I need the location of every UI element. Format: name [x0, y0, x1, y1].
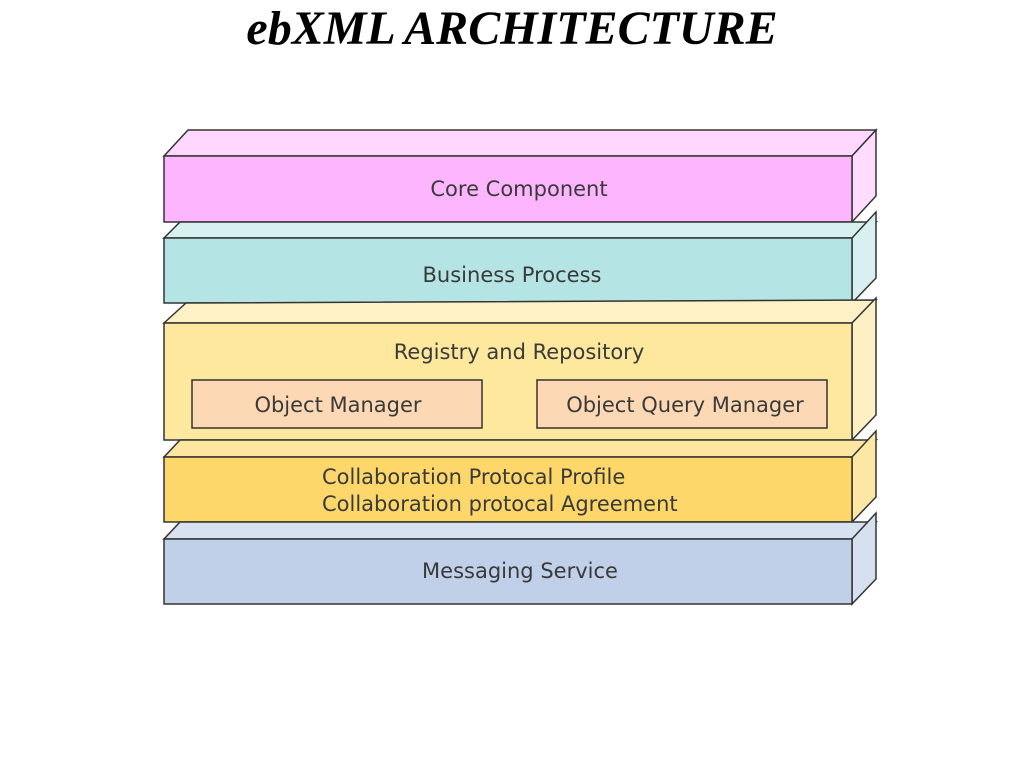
layer-core-component-label: Core Component [430, 177, 607, 201]
layer-messaging-service: Messaging Service [162, 511, 879, 606]
object-query-manager-label: Object Query Manager [566, 393, 804, 417]
layer-collaboration: Collaboration Protocal Profile Collabora… [162, 429, 879, 524]
page-title: ebXML ARCHITECTURE [246, 2, 778, 55]
layer-core-component-top [162, 129, 878, 157]
object-query-manager-box [536, 379, 828, 429]
layer-collaboration-top [162, 439, 879, 458]
object-manager-box [191, 379, 483, 429]
layer-business-process-front [163, 237, 853, 304]
collaboration-profile-label: Collaboration Protocal Profile [322, 465, 625, 489]
layer-registry-repository: Registry and Repository Object Manager O… [162, 296, 878, 442]
layer-messaging-service-top [162, 521, 879, 540]
layer-messaging-service-front [163, 538, 853, 605]
layer-business-process-top [162, 221, 879, 239]
collaboration-agreement-label: Collaboration protocal Agreement [322, 492, 678, 516]
layer-registry-repository-label: Registry and Repository [394, 340, 645, 364]
object-manager-label: Object Manager [254, 393, 421, 417]
layer-business-process-label: Business Process [423, 263, 602, 287]
layer-registry-repository-top [162, 299, 878, 324]
layer-collaboration-front [163, 456, 853, 523]
layer-registry-repository-side [851, 296, 877, 442]
layer-core-component: Core Component [162, 128, 878, 224]
layer-business-process: Business Process [162, 210, 879, 305]
layer-core-component-front [163, 155, 853, 223]
layer-messaging-service-label: Messaging Service [422, 559, 618, 583]
